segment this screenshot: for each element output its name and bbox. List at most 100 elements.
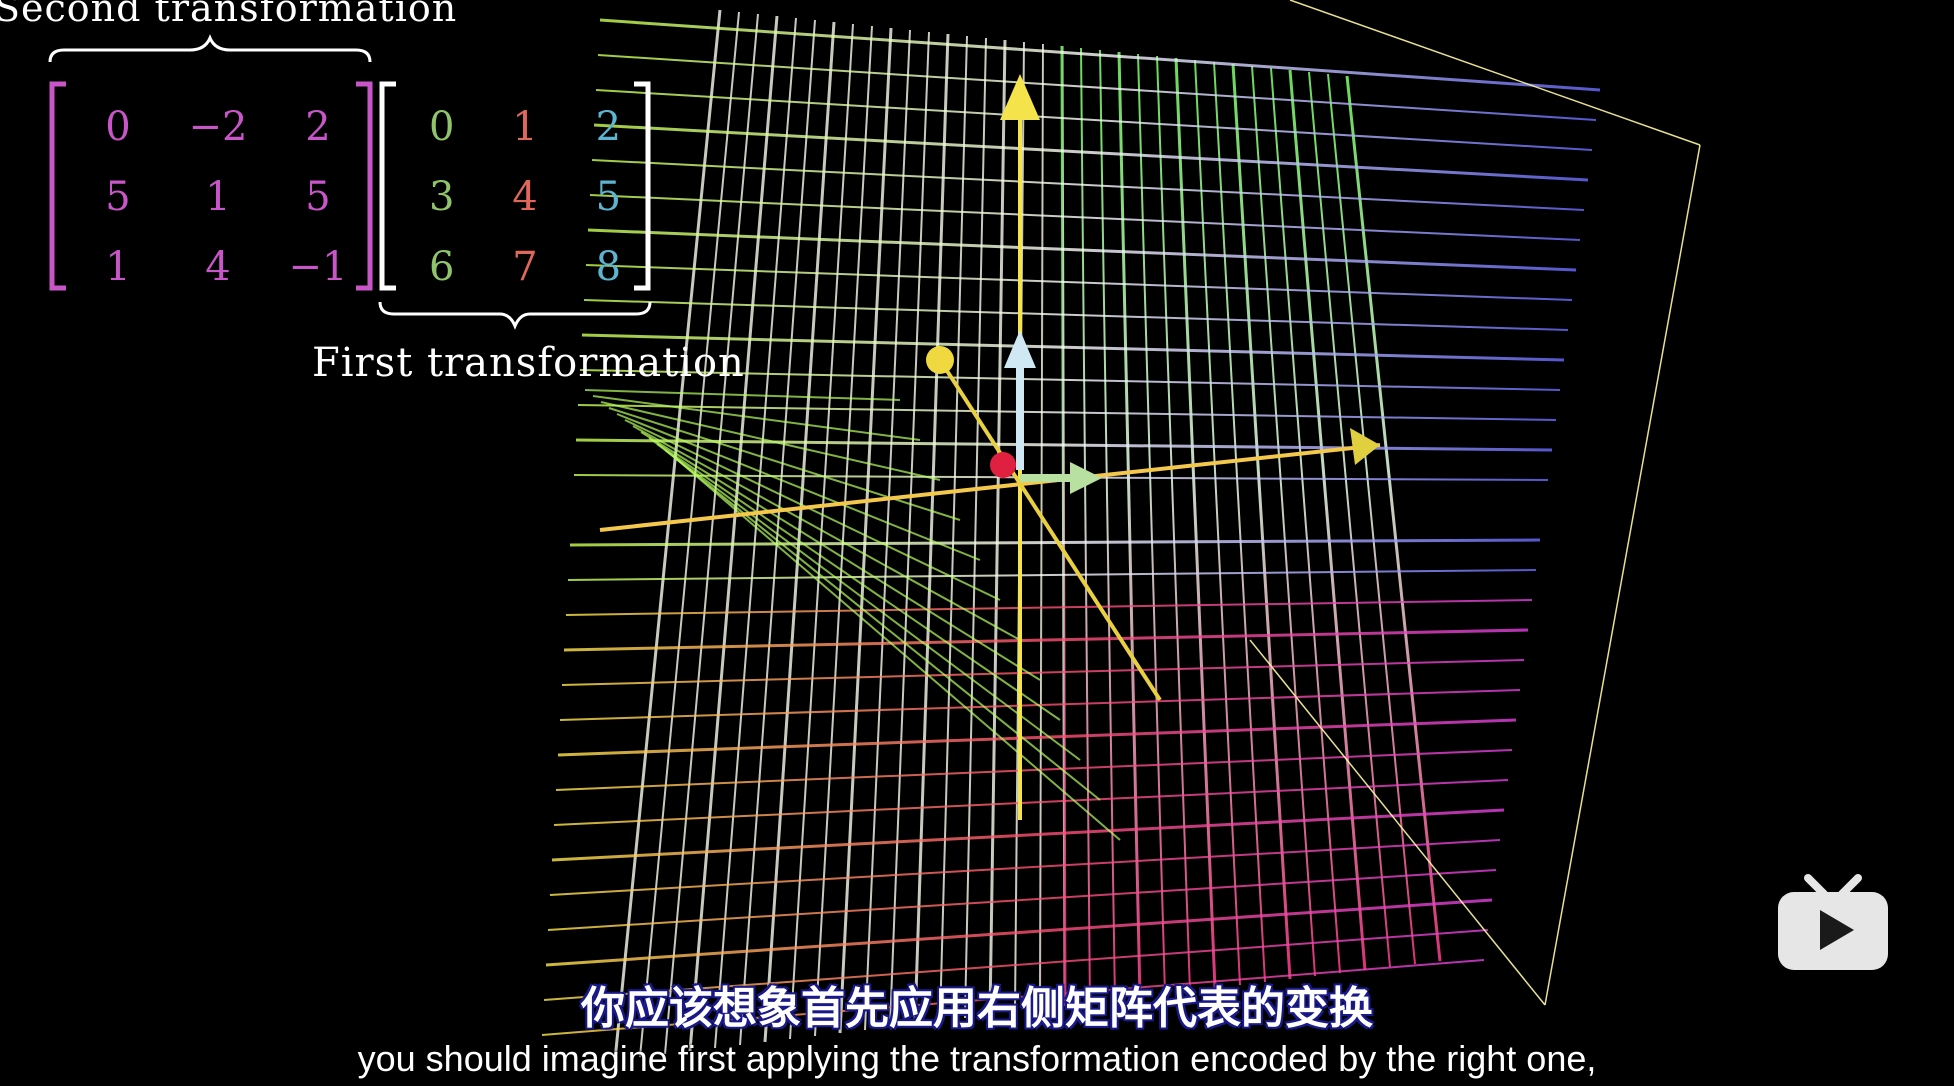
second-matrix-entry: 2 <box>305 104 331 150</box>
grid-line-vertical <box>1080 47 1091 1004</box>
grid-line-vertical <box>1174 57 1217 989</box>
first-matrix-entry: 6 <box>428 244 455 290</box>
grid-line-depth <box>672 455 1121 841</box>
second-matrix-entry: 4 <box>205 244 231 290</box>
grid-line-horizontal <box>567 569 1537 581</box>
grid-line-horizontal <box>545 898 1493 967</box>
second-matrix-entry: 5 <box>305 174 331 220</box>
grid-line-horizontal <box>555 749 1513 791</box>
basis-k-arrowhead <box>1004 330 1036 368</box>
y-axis-endpoint <box>926 346 954 374</box>
first-transformation-label: First transformation <box>312 340 745 386</box>
grid-line-vertical <box>1345 75 1442 962</box>
first-brace <box>378 301 652 330</box>
grid-line-vertical <box>964 37 987 1019</box>
subtitle-english: you should imagine first applying the tr… <box>357 1038 1597 1079</box>
grid-line-horizontal <box>583 299 1569 331</box>
grid-line-vertical <box>714 17 797 1049</box>
second-matrix-entry: −2 <box>188 104 248 150</box>
grid-line-depth <box>640 431 1041 681</box>
first-matrix-entry: 8 <box>595 244 622 290</box>
grid-line-vertical <box>1099 49 1116 1001</box>
grid-line-horizontal <box>585 264 1573 301</box>
second-matrix: 0 −2 2 5 1 5 1 4 −1 <box>68 92 368 302</box>
second-matrix-entry: 1 <box>205 174 231 220</box>
grid-line-vertical <box>814 25 873 1037</box>
grid-line-vertical <box>1137 53 1166 995</box>
grid-line-vertical <box>1039 43 1044 1010</box>
grid-line-vertical <box>1117 51 1142 998</box>
grid-line-vertical <box>913 33 950 1025</box>
first-matrix-entry: 2 <box>595 104 622 150</box>
second-matrix-entry: 0 <box>105 104 131 150</box>
grid-line-horizontal <box>547 869 1497 931</box>
first-matrix-entry: 1 <box>512 104 538 150</box>
grid-line-vertical <box>688 15 779 1052</box>
x-axis <box>599 443 1381 532</box>
bilibili-tv-icon <box>1778 874 1888 970</box>
second-brace <box>48 34 372 63</box>
first-matrix-entry: 5 <box>595 174 622 220</box>
grid-line-depth <box>656 443 1081 761</box>
grid-line-vertical <box>664 13 759 1055</box>
grid-line-vertical <box>1270 67 1341 974</box>
grid-line-vertical <box>1194 59 1241 986</box>
grid-line-horizontal <box>595 89 1593 151</box>
grid-line-vertical <box>1308 71 1391 968</box>
grid-line-vertical <box>1060 45 1067 1007</box>
grid-line-horizontal <box>569 538 1541 547</box>
grid-line-vertical <box>889 31 930 1028</box>
first-matrix-entry: 4 <box>512 174 538 220</box>
grid-line-horizontal <box>563 628 1529 652</box>
grid-line-depth <box>664 449 1101 801</box>
y-axis <box>938 358 1162 702</box>
first-matrix-entry: 7 <box>512 244 538 290</box>
cube-edge <box>1249 639 1546 1006</box>
grid-line-vertical <box>763 21 836 1043</box>
grid-line-depth <box>624 419 1001 601</box>
grid-line-horizontal <box>581 333 1565 362</box>
grid-line-vertical <box>1288 69 1367 971</box>
basis-i-arrowhead <box>1070 462 1102 494</box>
grid-line-horizontal <box>541 959 1485 1036</box>
second-matrix-entry: 5 <box>105 174 131 220</box>
grid-line-horizontal <box>577 404 1557 421</box>
grid-line-horizontal <box>561 659 1525 686</box>
cube-edge <box>1544 144 1701 1006</box>
grid-line-horizontal <box>551 808 1505 862</box>
basis-j-arrowhead <box>990 452 1016 478</box>
grid-line-vertical <box>988 39 1007 1016</box>
grid-line-vertical <box>789 23 854 1040</box>
grid-line-horizontal <box>557 718 1517 757</box>
z-axis-arrowhead <box>1000 74 1040 120</box>
grid-line-vertical <box>1213 61 1266 983</box>
second-matrix-entry: 1 <box>105 244 131 290</box>
grid-line-horizontal <box>575 438 1553 452</box>
grid-line-vertical <box>864 29 911 1031</box>
second-matrix-left-bracket <box>49 81 66 291</box>
grid-lines <box>541 0 1701 1061</box>
first-matrix-right-bracket <box>634 81 651 291</box>
grid-line-depth <box>592 395 921 441</box>
grid-line-horizontal <box>593 123 1589 182</box>
x-axis-arrowhead <box>1350 428 1380 465</box>
grid-line-depth <box>608 407 961 521</box>
grid-line-vertical <box>639 11 740 1058</box>
first-matrix-left-bracket <box>379 81 396 291</box>
subtitle-chinese: 你应该想象首先应用右侧矩阵代表的变换 <box>581 983 1373 1034</box>
grid-line-depth <box>600 401 941 481</box>
second-transformation-label: Second transformation <box>0 0 458 30</box>
grid-line-depth <box>616 413 981 561</box>
grid-line-vertical <box>739 19 816 1046</box>
grid-line-depth <box>648 437 1061 721</box>
grid-line-vertical <box>838 27 893 1034</box>
grid-line-depth <box>584 389 901 401</box>
grid-line-horizontal <box>579 369 1561 391</box>
second-matrix-entry: −1 <box>288 244 348 290</box>
cube-edge <box>1289 0 1701 146</box>
grid-line-horizontal <box>549 839 1501 896</box>
grid-line-vertical <box>1251 65 1316 977</box>
